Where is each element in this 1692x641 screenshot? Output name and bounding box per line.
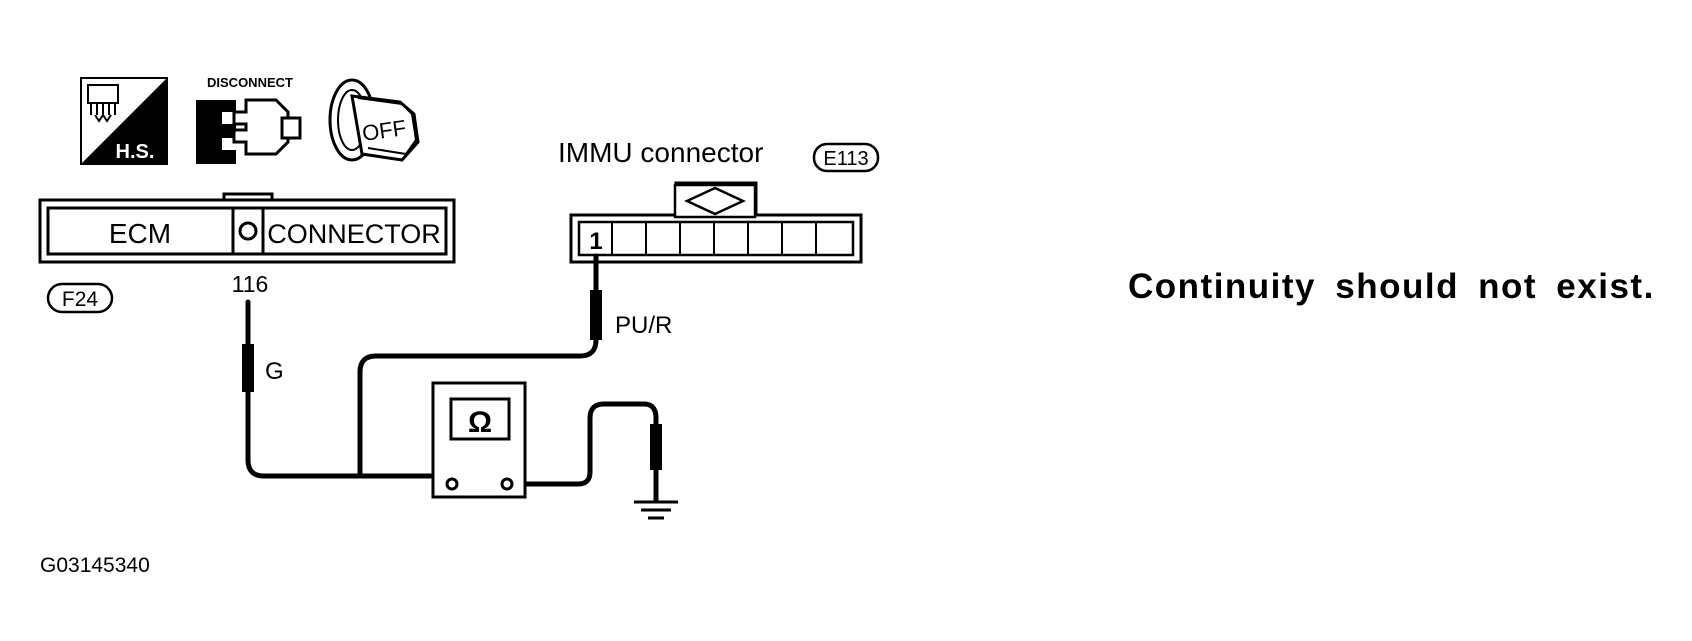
disconnect-label: DISCONNECT — [207, 75, 293, 90]
ecm-label: ECM — [109, 218, 171, 249]
ignition-off-label: OFF — [361, 115, 408, 146]
ohm-symbol: Ω — [468, 406, 492, 439]
ground-probe — [650, 424, 662, 470]
ignition-off-key-icon: OFF — [328, 78, 420, 162]
disconnect-icon: DISCONNECT — [196, 75, 302, 164]
immu-wire-color: PU/R — [615, 312, 672, 339]
immu-connector: 1 — [569, 181, 863, 264]
harness-connector-hs-icon: H.S. — [80, 77, 168, 165]
wiring: G PU/R — [242, 253, 678, 520]
connector-label: CONNECTOR — [267, 219, 441, 249]
ecm-connector-id-badge: F24 — [46, 282, 114, 314]
ohmmeter-terminal-left — [445, 477, 459, 491]
ohmmeter: Ω — [431, 381, 527, 499]
ecm-probe — [242, 344, 254, 392]
ecm-wire-color: G — [265, 358, 284, 385]
ecm-terminal-hole — [238, 221, 258, 241]
result-text: Continuity should not exist. — [1128, 267, 1655, 306]
immu-terminal-number: 1 — [589, 228, 602, 255]
ecm-lead-wire — [245, 299, 455, 479]
ohmmeter-terminal-right — [500, 477, 514, 491]
ecm-connector: ECM CONNECTOR — [38, 192, 456, 264]
immu-connector-title: IMMU connector — [558, 137, 763, 168]
ecm-terminal-number: 116 — [232, 271, 269, 297]
immu-connector-id: E113 — [823, 148, 868, 170]
figure-code: G03145340 — [40, 554, 150, 577]
immu-connector-id-badge: E113 — [812, 142, 880, 173]
immu-probe — [590, 290, 602, 340]
ground-symbol-icon — [634, 500, 678, 520]
connector-glyph-icon — [87, 84, 119, 123]
hs-label: H.S. — [116, 141, 155, 163]
ecm-connector-id: F24 — [62, 288, 99, 311]
immu-lead-wire — [357, 253, 599, 479]
ground-lead-wire — [507, 401, 659, 503]
